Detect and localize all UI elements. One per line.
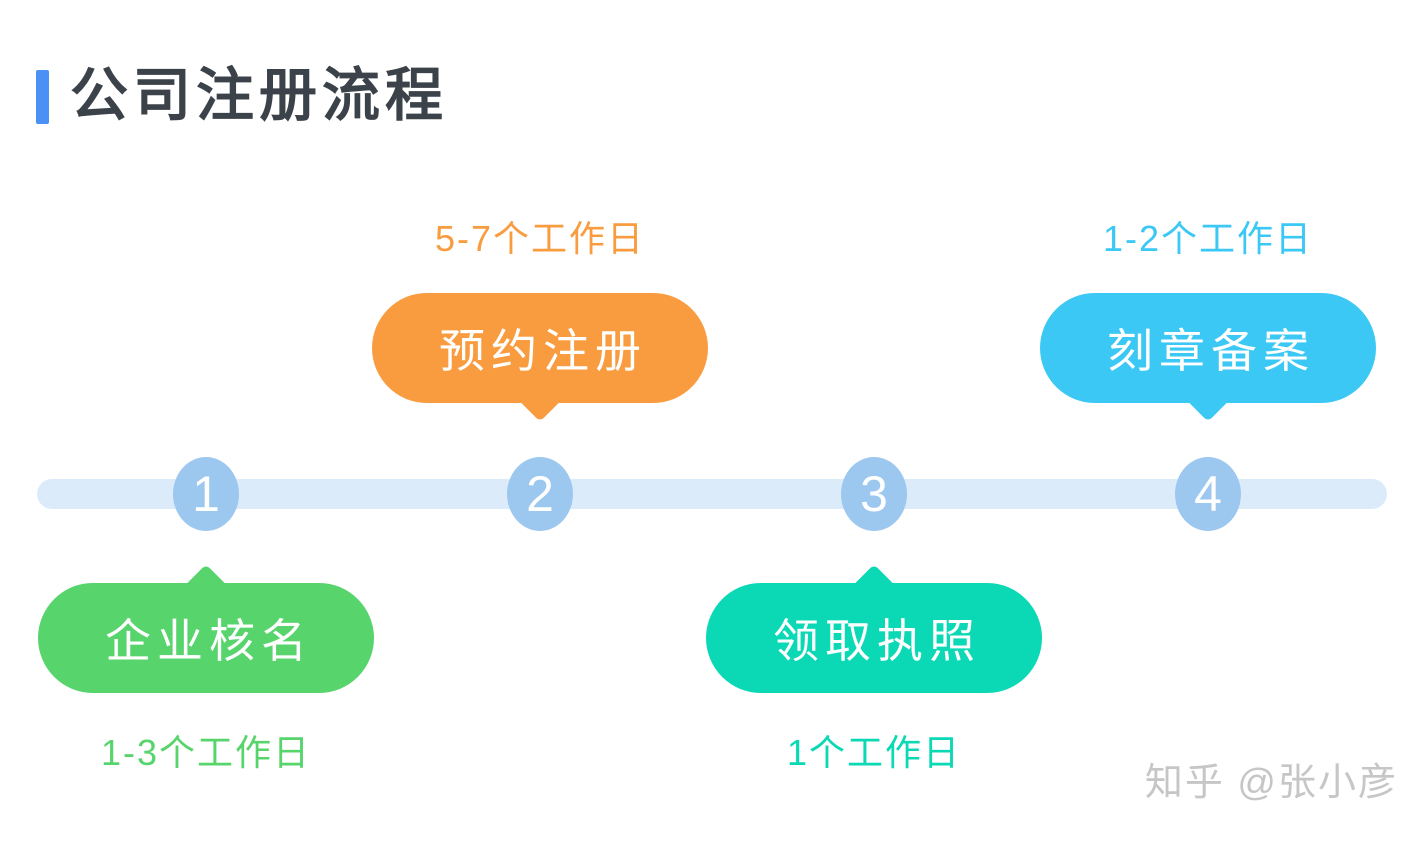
step-number: 1 (192, 466, 220, 522)
timeline-node-1: 1 (173, 457, 239, 531)
step-label: 企业核名 (105, 615, 313, 667)
timeline-bar (37, 479, 1387, 509)
step-label: 领取执照 (773, 615, 981, 667)
step-duration-1: 1-3个工作日 (100, 732, 312, 773)
step-label: 预约注册 (439, 325, 647, 377)
timeline-node-2: 2 (507, 457, 573, 531)
step-bubble-registration-appointment: 预约注册 (372, 293, 708, 403)
step-number: 3 (860, 466, 888, 522)
step-bubble-license-collection: 领取执照 (706, 583, 1042, 693)
step-number: 2 (526, 466, 554, 522)
step-bubble-seal-filing: 刻章备案 (1040, 293, 1376, 403)
step-bubble-company-name-check: 企业核名 (38, 583, 374, 693)
step-number: 4 (1194, 466, 1222, 522)
watermark: 知乎 @张小彦 (1144, 762, 1398, 804)
timeline-node-4: 4 (1175, 457, 1241, 531)
step-duration-3: 1个工作日 (786, 732, 962, 773)
page-title: 公司注册流程 (70, 63, 449, 128)
timeline-node-3: 3 (841, 457, 907, 531)
step-duration-2: 5-7个工作日 (434, 218, 646, 259)
step-label: 刻章备案 (1107, 325, 1315, 377)
title-accent-bar (36, 70, 49, 124)
step-duration-4: 1-2个工作日 (1102, 218, 1314, 259)
